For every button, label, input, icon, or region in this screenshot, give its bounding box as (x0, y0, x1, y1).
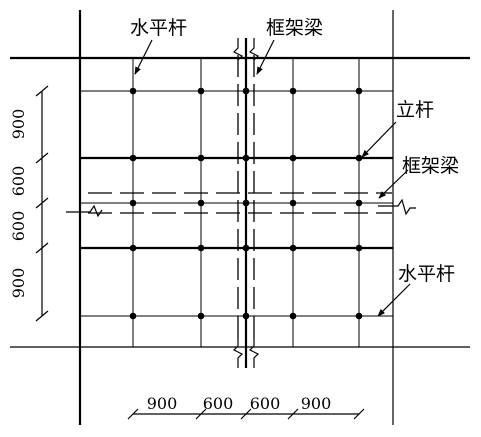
label-top-frame-beam: 框架梁 (266, 17, 323, 39)
bottom-dimension-2: 600 (203, 394, 234, 413)
leader-top-frame-beam (256, 39, 275, 75)
joint-node (197, 154, 205, 162)
label-top-horizontal-bar: 水平杆 (130, 17, 187, 39)
label-bottom-horizontal-bar: 水平杆 (398, 263, 455, 285)
joint-node (289, 244, 297, 252)
bottom-dimension-1: 900 (147, 394, 178, 413)
joint-node (355, 154, 363, 162)
joint-node (197, 199, 205, 207)
frame-beam-vertical-break (232, 38, 260, 368)
joint-node (355, 87, 363, 95)
joint-node (289, 154, 297, 162)
joint-node (242, 199, 250, 207)
horizontal-bars (80, 90, 393, 317)
left-dimension-line (35, 85, 49, 322)
bottom-dimension-4: 900 (301, 394, 332, 413)
joint-node (242, 312, 250, 320)
joint-node (242, 244, 250, 252)
joint-node (242, 154, 250, 162)
joint-node (355, 312, 363, 320)
leader-bottom-horizontal-bar (377, 283, 411, 317)
joint-node (129, 244, 137, 252)
joint-node (289, 87, 297, 95)
joint-node (129, 199, 137, 207)
frame-beam-horizontal (88, 192, 392, 214)
joint-node (197, 244, 205, 252)
joint-node (197, 312, 205, 320)
label-right-vertical-pole: 立杆 (396, 99, 434, 121)
frame-beam-vertical (237, 55, 255, 340)
leader-right-frame-beam (378, 169, 409, 199)
left-dimension-4: 900 (9, 268, 28, 299)
joint-node (129, 87, 137, 95)
joint-node (355, 199, 363, 207)
bottom-dimension-3: 600 (250, 394, 281, 413)
bottom-dimension-line (127, 408, 365, 420)
label-right-frame-beam: 框架梁 (402, 155, 459, 177)
joint-node (289, 312, 297, 320)
leader-lines (134, 39, 411, 317)
outer-frame (10, 10, 470, 425)
joint-node (129, 154, 137, 162)
leader-right-vertical-pole (361, 121, 397, 158)
joint-node (197, 87, 205, 95)
leader-top-horizontal-bar (134, 39, 153, 75)
frame-beam-horizontal-break (66, 198, 416, 218)
joint-node (289, 199, 297, 207)
left-dimension-2: 600 (9, 166, 28, 197)
joint-node (355, 244, 363, 252)
joint-node (242, 87, 250, 95)
joint-node (129, 312, 137, 320)
joint-nodes (129, 87, 363, 320)
left-dimension-1: 900 (9, 109, 28, 140)
left-dimension-3: 600 (9, 211, 28, 242)
